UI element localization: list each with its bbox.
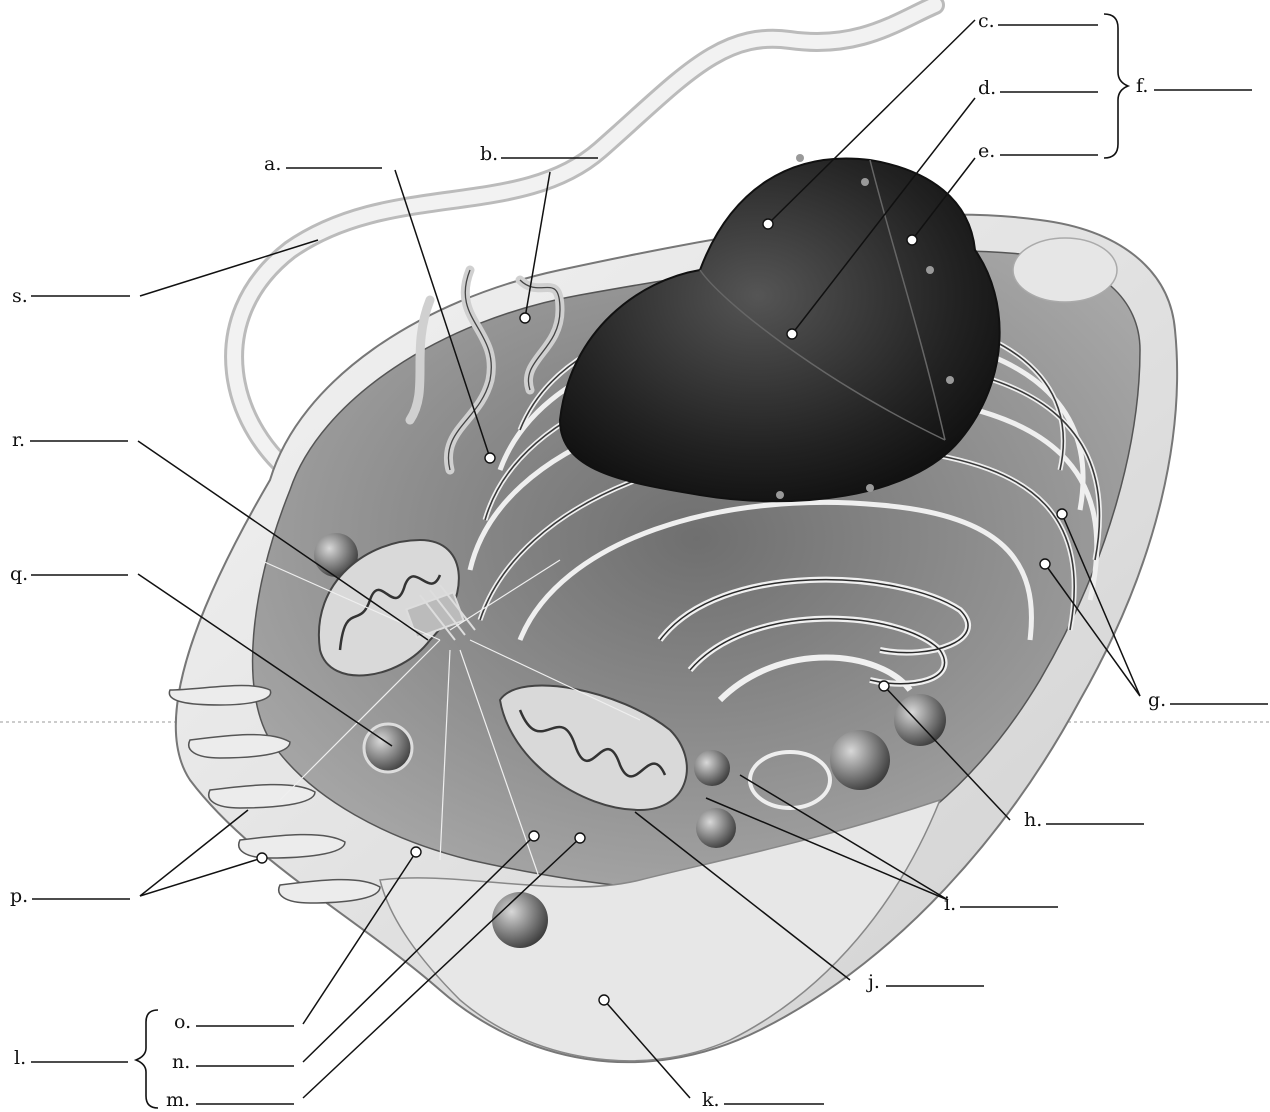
- svg-text:e.: e.: [978, 140, 995, 162]
- label-c: c.: [978, 10, 1098, 32]
- brace-l: [136, 1010, 158, 1108]
- svg-text:q.: q.: [10, 563, 28, 585]
- label-p: p.: [10, 885, 130, 907]
- svg-text:l.: l.: [14, 1047, 26, 1069]
- svg-text:n.: n.: [172, 1051, 190, 1073]
- svg-text:m.: m.: [166, 1089, 190, 1111]
- label-o: o.: [174, 1011, 294, 1033]
- brace-f: [1104, 14, 1128, 158]
- svg-text:j.: j.: [866, 971, 880, 993]
- label-a: a.: [264, 153, 382, 175]
- svg-text:h.: h.: [1024, 809, 1042, 831]
- svg-text:d.: d.: [978, 77, 996, 99]
- label-k: k.: [702, 1089, 824, 1111]
- label-n: n.: [172, 1051, 294, 1073]
- label-j: j.: [866, 971, 984, 993]
- label-s: s.: [12, 285, 130, 307]
- svg-text:g.: g.: [1148, 689, 1166, 711]
- svg-text:o.: o.: [174, 1011, 191, 1033]
- svg-text:b.: b.: [480, 143, 498, 165]
- svg-text:c.: c.: [978, 10, 995, 32]
- label-e: e.: [978, 140, 1098, 162]
- label-d: d.: [978, 77, 1098, 99]
- label-h: h.: [1024, 809, 1144, 831]
- label-l: l.: [14, 1047, 128, 1069]
- svg-text:p.: p.: [10, 885, 28, 907]
- label-g: g.: [1148, 689, 1268, 711]
- svg-text:s.: s.: [12, 285, 28, 307]
- svg-text:f.: f.: [1136, 75, 1148, 97]
- nucleus: [560, 154, 1000, 501]
- svg-text:a.: a.: [264, 153, 281, 175]
- label-i: i.: [944, 893, 1058, 915]
- svg-text:r.: r.: [12, 429, 25, 451]
- svg-text:k.: k.: [702, 1089, 720, 1111]
- label-r: r.: [12, 429, 128, 451]
- label-q: q.: [10, 563, 128, 585]
- label-m: m.: [166, 1089, 294, 1111]
- svg-text:i.: i.: [944, 893, 956, 915]
- cell-illustration: [169, 5, 1177, 1062]
- label-f: f.: [1136, 75, 1252, 97]
